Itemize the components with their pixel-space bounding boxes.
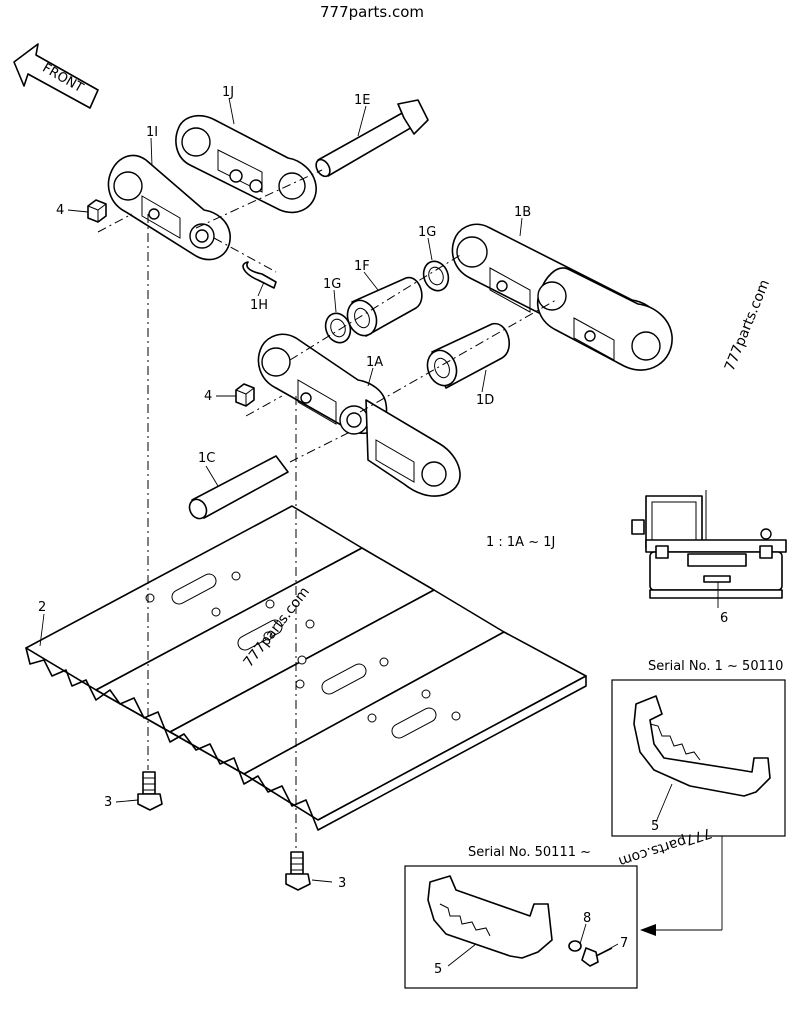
serial-box-2	[404, 865, 638, 989]
label-1J: 1J	[222, 85, 234, 100]
nut-4-lower	[235, 383, 255, 407]
label-1F: 1F	[354, 259, 370, 274]
seal-1G-left	[324, 312, 352, 344]
label-1B: 1B	[514, 205, 531, 220]
label-1C: 1C	[198, 451, 215, 466]
seal-1G-top	[422, 260, 450, 292]
label-6: 6	[720, 611, 728, 626]
watermark-right: 777parts.com	[722, 277, 773, 373]
link-1B	[451, 223, 673, 371]
label-3-left: 3	[104, 795, 112, 810]
assembly-legend: 1 : 1A ~ 1J	[486, 535, 555, 550]
label-1H: 1H	[250, 298, 268, 313]
label-5-box2: 5	[434, 962, 442, 977]
label-4-lower: 4	[204, 389, 212, 404]
bolt-3-left	[137, 771, 163, 811]
label-8: 8	[583, 911, 591, 926]
front-arrow: FRONT	[13, 43, 99, 109]
machine-icon-6	[631, 490, 787, 608]
label-2: 2	[38, 600, 46, 615]
label-5-box1: 5	[651, 819, 659, 834]
track-shoes-2	[25, 505, 587, 831]
label-4-upper: 4	[56, 203, 64, 218]
serial-box-1	[611, 679, 786, 837]
pin-1E	[315, 99, 429, 178]
label-7: 7	[620, 936, 628, 951]
bushing-1F	[346, 277, 423, 337]
serial-caption-1: Serial No. 1 ~ 50110	[648, 659, 783, 674]
nut-4-upper	[87, 199, 107, 223]
label-3-right: 3	[338, 876, 346, 891]
watermark-top: 777parts.com	[320, 3, 424, 21]
label-1A: 1A	[366, 355, 383, 370]
serial-caption-2: Serial No. 50111 ~	[468, 845, 591, 860]
label-1G-left: 1G	[323, 277, 341, 292]
label-1G-top: 1G	[418, 225, 436, 240]
connector-arrow	[640, 836, 723, 936]
link-1I	[107, 154, 231, 261]
cotter-pin-1H	[242, 261, 277, 289]
label-1D: 1D	[476, 393, 494, 408]
leaders	[39, 97, 523, 883]
pin-1C	[188, 455, 289, 520]
bushing-1D	[426, 323, 511, 389]
label-1E: 1E	[354, 93, 371, 108]
link-1J	[175, 114, 317, 214]
label-1I: 1I	[146, 125, 158, 140]
bolt-3-right	[285, 851, 311, 891]
